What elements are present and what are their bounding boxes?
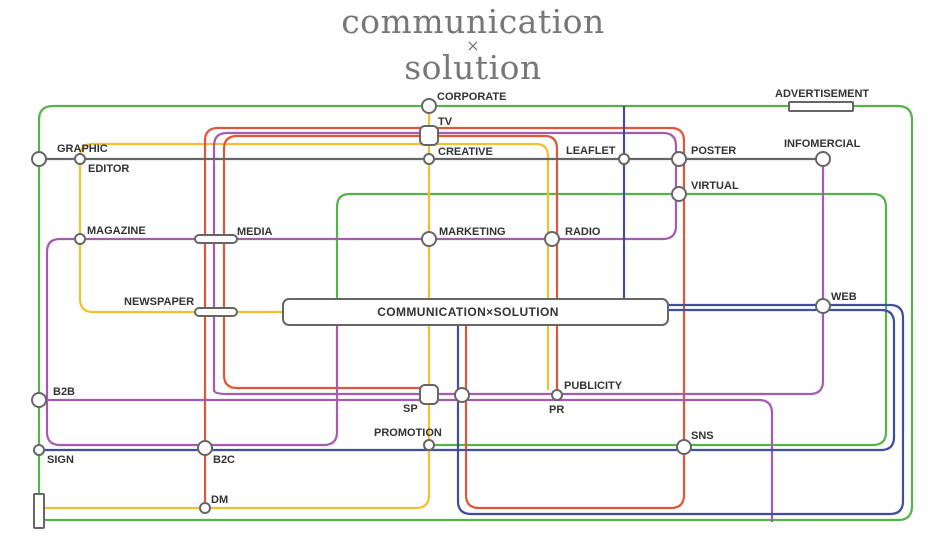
yellow-line-loop: [78, 142, 550, 314]
station-virtual[interactable]: [671, 186, 687, 202]
label-publicity: PUBLICITY: [564, 380, 623, 392]
title-times-symbol: ×: [466, 36, 480, 55]
station-dm[interactable]: [199, 502, 211, 514]
label-marketing: MARKETING: [439, 226, 506, 238]
label-graphic: GRAPHIC: [57, 143, 108, 155]
label-dm: DM: [211, 494, 228, 506]
station-sign[interactable]: [33, 444, 45, 456]
label-poster: POSTER: [691, 145, 736, 157]
label-editor: EDITOR: [88, 163, 129, 175]
station-corporate[interactable]: [421, 98, 437, 114]
red-line-inner: [222, 134, 559, 390]
center-hub-label: COMMUNICATION×SOLUTION: [377, 305, 559, 319]
label-magazine: MAGAZINE: [87, 225, 146, 237]
green-line: [37, 104, 914, 522]
label-b2c: B2C: [213, 454, 235, 466]
station-terminal[interactable]: [33, 493, 45, 529]
green-line-inner: [335, 192, 678, 300]
station-newspaper[interactable]: [194, 307, 238, 317]
station-advertisement[interactable]: [788, 101, 854, 112]
station-leaflet[interactable]: [618, 153, 630, 165]
label-promotion: PROMOTION: [374, 427, 442, 439]
label-corporate: CORPORATE: [437, 91, 506, 103]
station-infomercial[interactable]: [815, 151, 831, 167]
label-media: MEDIA: [237, 226, 273, 238]
station-magazine[interactable]: [74, 233, 86, 245]
green-line-virtual: [430, 192, 888, 447]
station-sp[interactable]: [419, 384, 439, 405]
yellow-line: [39, 325, 431, 510]
station-marketing[interactable]: [421, 231, 437, 247]
label-pr: PR: [549, 404, 564, 416]
label-sns: SNS: [691, 430, 714, 442]
purple-line-web: [212, 159, 825, 396]
station-pr[interactable]: [551, 389, 563, 401]
station-graphic[interactable]: [31, 151, 47, 167]
center-hub-box: [282, 298, 669, 326]
purple-line-b2b: [39, 398, 774, 522]
station-tv[interactable]: [419, 125, 439, 146]
title-communication: communication: [341, 2, 605, 41]
label-sp: SP: [403, 403, 418, 415]
station-media[interactable]: [194, 234, 238, 244]
station-promotion[interactable]: [423, 439, 435, 451]
label-infomercial: INFOMERCIAL: [784, 138, 861, 150]
label-b2b: B2B: [53, 386, 75, 398]
label-sign: SIGN: [47, 454, 74, 466]
blue-line: [456, 303, 905, 516]
label-advertisement: ADVERTISEMENT: [775, 88, 869, 100]
purple-line-outer: [45, 131, 678, 447]
station-sp-junction[interactable]: [454, 387, 470, 403]
red-line: [203, 126, 686, 510]
blue-line-sign: [39, 308, 896, 452]
label-newspaper: NEWSPAPER: [124, 296, 194, 308]
station-b2c[interactable]: [197, 440, 213, 456]
station-creative[interactable]: [423, 153, 435, 165]
label-web: WEB: [831, 291, 857, 303]
station-editor[interactable]: [74, 153, 86, 165]
station-sns[interactable]: [676, 439, 692, 455]
label-leaflet: LEAFLET: [566, 145, 616, 157]
label-virtual: VIRTUAL: [691, 180, 739, 192]
station-web[interactable]: [815, 298, 831, 314]
label-tv: TV: [438, 116, 453, 128]
station-b2b[interactable]: [31, 392, 47, 408]
title-solution: solution: [404, 48, 542, 87]
label-radio: RADIO: [565, 226, 601, 238]
station-radio[interactable]: [544, 231, 560, 247]
station-poster[interactable]: [671, 151, 687, 167]
label-creative: CREATIVE: [438, 146, 493, 158]
